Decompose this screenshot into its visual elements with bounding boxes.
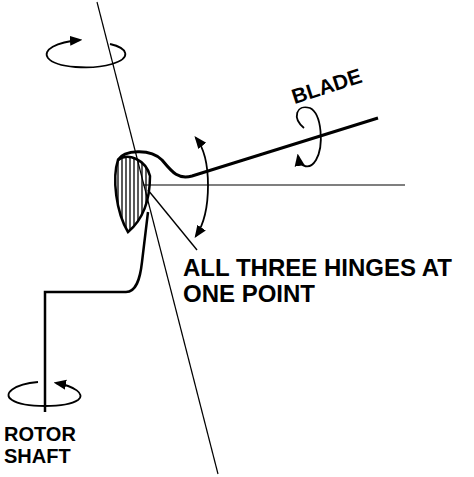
leader-line <box>148 190 197 250</box>
blade <box>118 118 378 177</box>
hatch-stroke <box>145 150 146 240</box>
flap-axis <box>143 184 405 185</box>
hub-hatching <box>114 150 150 240</box>
shaft-rotation-arrow <box>8 382 80 406</box>
rotor-shaft <box>45 212 148 412</box>
pitch-rotation-arrow <box>297 107 321 166</box>
flap-arrow <box>196 138 208 236</box>
hatch-stroke <box>121 150 122 240</box>
hatch-stroke <box>137 150 138 240</box>
hinge-hub <box>115 157 150 232</box>
lag-axis <box>97 2 218 474</box>
shaft-label: ROTOR SHAFT <box>4 424 86 467</box>
lag-rotation-arrow <box>47 40 126 67</box>
hatch-stroke <box>113 150 114 240</box>
hinge-note: ALL THREE HINGES AT ONE POINT <box>183 255 455 307</box>
hatch-stroke <box>129 150 130 240</box>
blade-label: BLADE <box>289 59 382 108</box>
